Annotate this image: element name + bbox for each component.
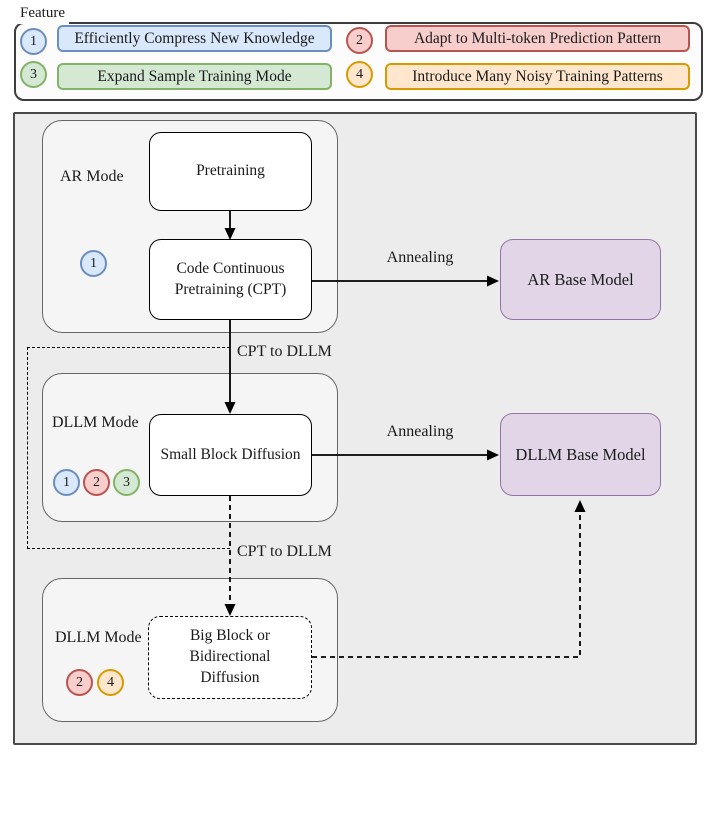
feature-label-3: Expand Sample Training Mode bbox=[57, 63, 332, 90]
pretraining-node: Pretraining bbox=[149, 132, 312, 211]
dllm1-badge-3-text: 3 bbox=[123, 474, 130, 490]
pretraining-label: Pretraining bbox=[196, 162, 265, 180]
cpt-to-dllm-label-2: CPT to DLLM bbox=[237, 543, 332, 560]
ar-base-model-node: AR Base Model bbox=[500, 239, 661, 320]
dllm2-badge-2-text: 2 bbox=[76, 674, 83, 690]
dllm2-badge-4: 4 bbox=[97, 669, 124, 696]
dllm1-badge-1: 1 bbox=[53, 469, 80, 496]
annealing-label-ar: Annealing bbox=[386, 249, 454, 266]
ar-base-model-label: AR Base Model bbox=[527, 269, 634, 289]
feature-number-2-icon: 2 bbox=[346, 27, 373, 54]
feature-number-1-icon: 1 bbox=[20, 28, 47, 55]
feature-label-1: Efficiently Compress New Knowledge bbox=[57, 25, 332, 52]
feature-number-4-icon: 4 bbox=[346, 61, 373, 88]
small-block-diffusion-node: Small Block Diffusion bbox=[149, 414, 312, 496]
dllm1-badge-1-text: 1 bbox=[63, 474, 70, 490]
dllm-mode-2-label: DLLM Mode bbox=[55, 629, 142, 646]
feature-label-2: Adapt to Multi-token Prediction Pattern bbox=[385, 25, 690, 52]
big-block-label-line2: Bidirectional bbox=[189, 648, 271, 666]
annealing-label-dllm: Annealing bbox=[386, 423, 454, 440]
feature-number-4-text: 4 bbox=[356, 66, 363, 82]
feature-number-3-icon: 3 bbox=[20, 61, 47, 88]
feature-label-4: Introduce Many Noisy Training Patterns bbox=[385, 63, 690, 90]
big-block-diffusion-node: Big Block or Bidirectional Diffusion bbox=[148, 616, 312, 699]
big-block-label-line3: Diffusion bbox=[200, 668, 260, 686]
cpt-node: Code Continuous Pretraining (CPT) bbox=[149, 239, 312, 320]
big-block-label-line1: Big Block or bbox=[189, 627, 271, 645]
dllm2-badge-4-text: 4 bbox=[107, 674, 114, 690]
dllm1-badge-2: 2 bbox=[83, 469, 110, 496]
dllm-base-model-label: DLLM Base Model bbox=[515, 444, 646, 464]
ar-mode-label: AR Mode bbox=[60, 168, 124, 185]
dashed-scope-region bbox=[27, 347, 230, 549]
feature-legend-title: Feature bbox=[18, 4, 69, 24]
dllm1-badge-2-text: 2 bbox=[93, 474, 100, 490]
dllm-mode-1-label: DLLM Mode bbox=[52, 414, 139, 431]
feature-number-3-text: 3 bbox=[30, 66, 37, 82]
ar-badge-1-text: 1 bbox=[90, 255, 97, 271]
cpt-label-line1: Code Continuous bbox=[176, 259, 285, 277]
cpt-to-dllm-label-1: CPT to DLLM bbox=[237, 343, 332, 360]
dllm1-badge-3: 3 bbox=[113, 469, 140, 496]
ar-badge-1: 1 bbox=[80, 250, 107, 277]
dllm-base-model-node: DLLM Base Model bbox=[500, 413, 661, 496]
small-block-diffusion-label: Small Block Diffusion bbox=[160, 445, 301, 463]
feature-number-1-text: 1 bbox=[30, 33, 37, 49]
feature-number-2-text: 2 bbox=[356, 32, 363, 48]
dllm2-badge-2: 2 bbox=[66, 669, 93, 696]
cpt-label-line2: Pretraining (CPT) bbox=[174, 280, 287, 298]
